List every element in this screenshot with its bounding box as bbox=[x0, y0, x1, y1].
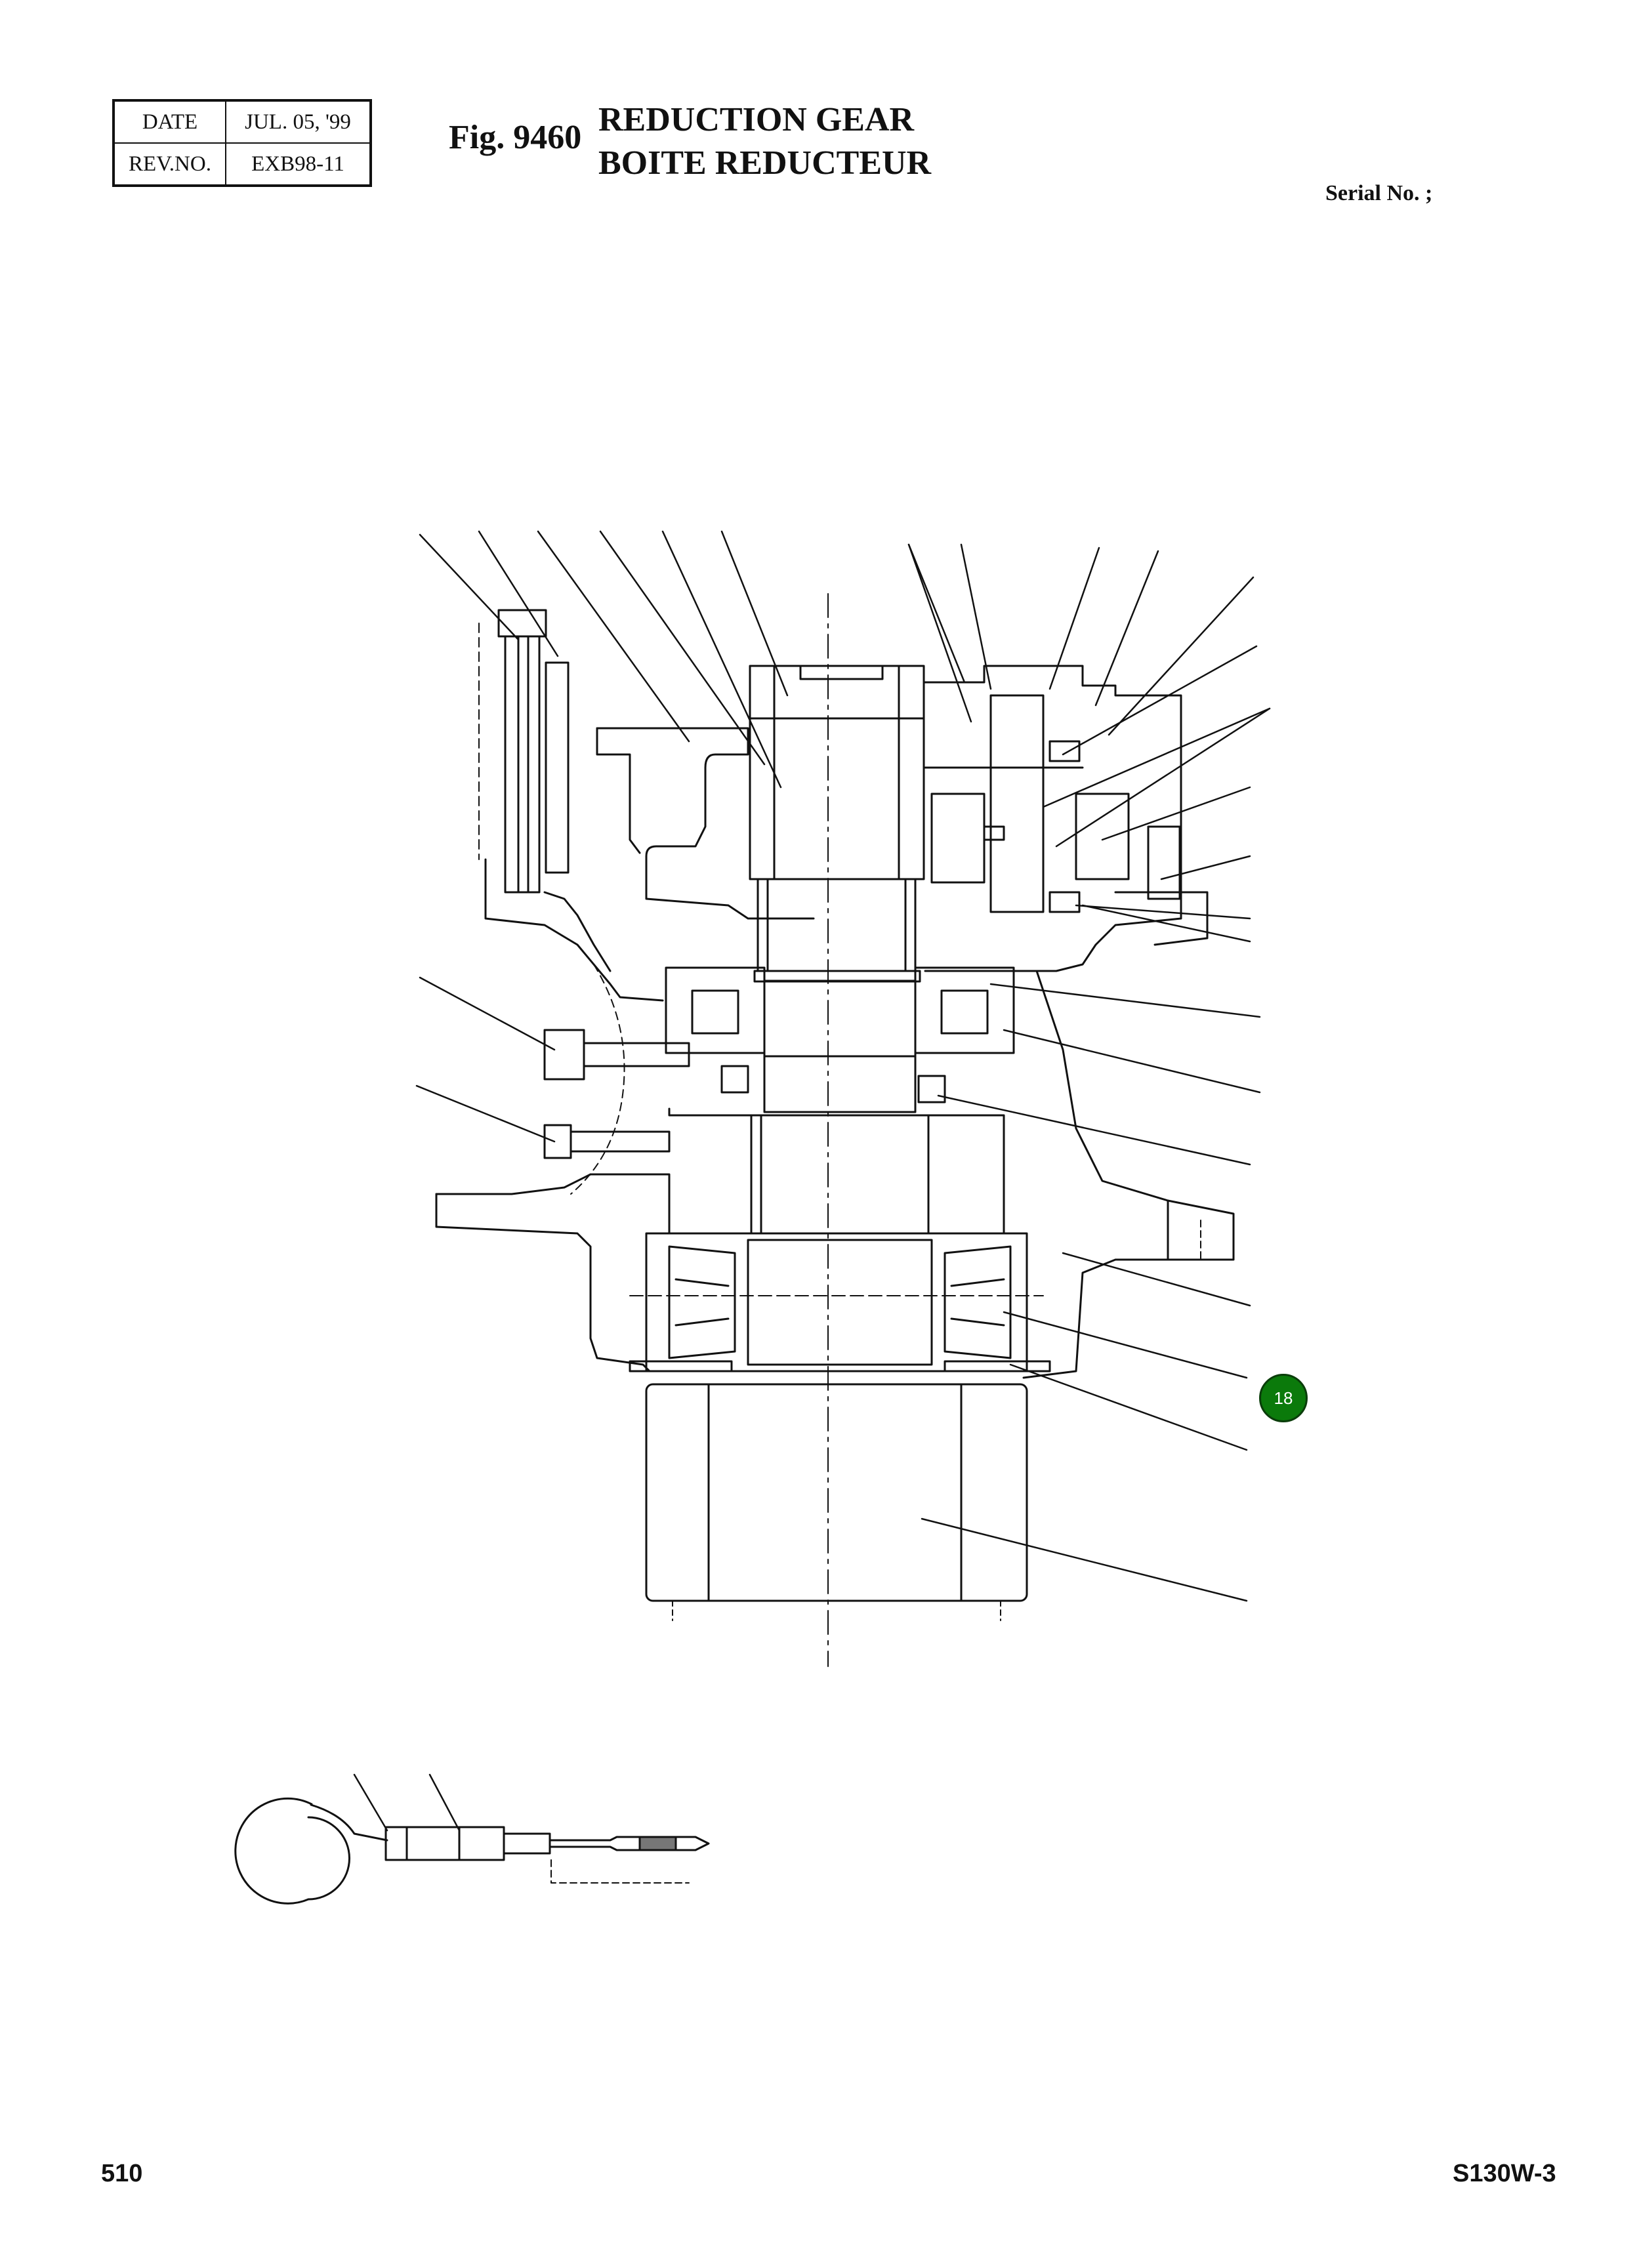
left-bolt bbox=[478, 609, 570, 894]
serial-number-label: Serial No. ; bbox=[1325, 181, 1433, 205]
middle-bearings bbox=[665, 966, 1015, 1113]
dipstick-detail bbox=[234, 1773, 710, 1905]
lower-housing bbox=[435, 970, 1235, 1379]
figure-title-english: REDUCTION GEAR bbox=[598, 101, 915, 138]
rev-label: REV.NO. bbox=[113, 142, 226, 186]
revision-table: DATE JUL. 05, '99 REV.NO. EXB98-11 bbox=[112, 99, 372, 187]
rev-value: EXB98-11 bbox=[225, 142, 371, 186]
left-fittings bbox=[543, 964, 690, 1195]
page-number: 510 bbox=[101, 2160, 143, 2187]
callout-badge: 18 bbox=[1259, 1374, 1308, 1422]
leader-lines bbox=[415, 530, 1271, 1602]
date-value: JUL. 05, '99 bbox=[225, 100, 371, 144]
input-shaft-block bbox=[749, 665, 925, 983]
revision-date-row: DATE JUL. 05, '99 bbox=[113, 100, 371, 144]
output-shaft bbox=[645, 1383, 1028, 1621]
right-carrier bbox=[923, 665, 1209, 972]
revision-number-row: REV.NO. EXB98-11 bbox=[113, 142, 371, 186]
figure-title-french: BOITE REDUCTEUR bbox=[598, 144, 932, 182]
figure-title: REDUCTION GEAR BOITE REDUCTEUR bbox=[598, 98, 931, 185]
date-label: DATE bbox=[113, 100, 226, 144]
model-number: S130W-3 bbox=[1453, 2160, 1556, 2187]
upper-housing bbox=[484, 727, 815, 1002]
figure-number: Fig. 9460 bbox=[449, 119, 582, 156]
main-bearing bbox=[629, 1232, 1051, 1372]
